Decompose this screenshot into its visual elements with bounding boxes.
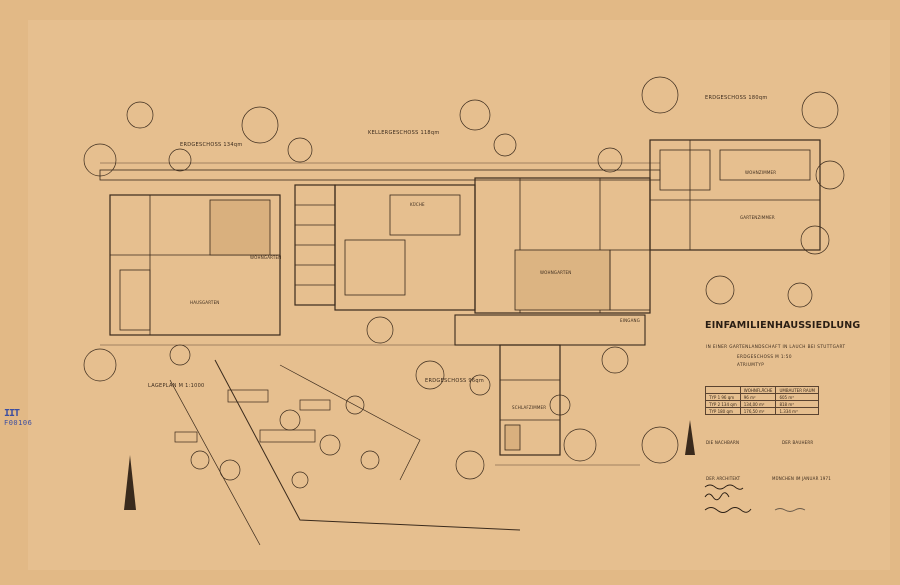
area-table-row: TYP 180 qm 176,50 m² 1.334 m³ bbox=[705, 407, 819, 415]
label-lageplan: LAGEPLAN M 1:1000 bbox=[148, 383, 205, 389]
stamp-line1: IIT bbox=[4, 408, 20, 419]
label-wohngarten-2: WOHNGARTEN bbox=[250, 255, 282, 260]
label-kueche: KÜCHE bbox=[410, 202, 425, 207]
plan-type-label: ATRIUMTYP bbox=[737, 362, 765, 367]
sheet-subtitle: IN EINER GARTENLANDSCHAFT IN LAUCH BEI S… bbox=[706, 344, 846, 349]
signature-2 bbox=[704, 492, 730, 501]
label-erdgeschoss-small: ERDGESCHOSS 96qm bbox=[425, 378, 485, 384]
label-kellergeschoss: KELLERGESCHOSS 118qm bbox=[368, 130, 440, 136]
label-wohnzimmer: WOHNZIMMER bbox=[745, 170, 777, 175]
signature-3 bbox=[704, 507, 752, 513]
area-cell: 1.334 m³ bbox=[775, 407, 819, 415]
stamp-line2: F00106 bbox=[4, 419, 33, 427]
house-left bbox=[109, 194, 281, 336]
label-nachbarn: DIE NACHBARN bbox=[706, 440, 740, 445]
label-hausgarten: HAUSGARTEN bbox=[190, 300, 220, 305]
house-small bbox=[499, 344, 561, 456]
label-date: MÜNCHEN IM JANUAR 1971 bbox=[772, 476, 831, 481]
tracing-paper bbox=[28, 20, 890, 570]
house-right bbox=[649, 139, 821, 251]
label-bauherr: DER BAUHERR bbox=[782, 440, 814, 445]
trees bbox=[83, 76, 845, 489]
area-cell: TYP 180 qm bbox=[705, 407, 741, 415]
label-gartenzimmer: GARTENZIMMER bbox=[740, 215, 775, 220]
north-arrow-left bbox=[124, 455, 136, 510]
label-architekt: DER ARCHITEKT bbox=[706, 476, 741, 481]
sheet-title: EINFAMILIENHAUSSIEDLUNG bbox=[705, 320, 861, 331]
label-wohngarten: WOHNGARTEN bbox=[540, 270, 572, 275]
area-cell: 176,50 m² bbox=[739, 407, 777, 415]
label-eingang: EINGANG bbox=[620, 318, 641, 323]
signature-4 bbox=[774, 508, 806, 512]
area-table: WOHNFLÄCHE UMBAUTER RAUM TYP 1 96 qm 96 … bbox=[705, 386, 819, 415]
north-arrow-right bbox=[685, 420, 695, 455]
label-erdgeschoss-left: ERDGESCHOSS 134qm bbox=[180, 142, 243, 148]
signature-1 bbox=[704, 484, 744, 490]
label-erdgeschoss-right: ERDGESCHOSS 180qm bbox=[705, 95, 768, 101]
plan-scale-label: ERDGESCHOSS M 1:50 bbox=[737, 354, 792, 359]
label-schlafzimmer: SCHLAFZIMMER bbox=[512, 405, 547, 410]
site-road bbox=[214, 359, 521, 531]
archive-stamp: IIT F00106 bbox=[4, 408, 34, 427]
